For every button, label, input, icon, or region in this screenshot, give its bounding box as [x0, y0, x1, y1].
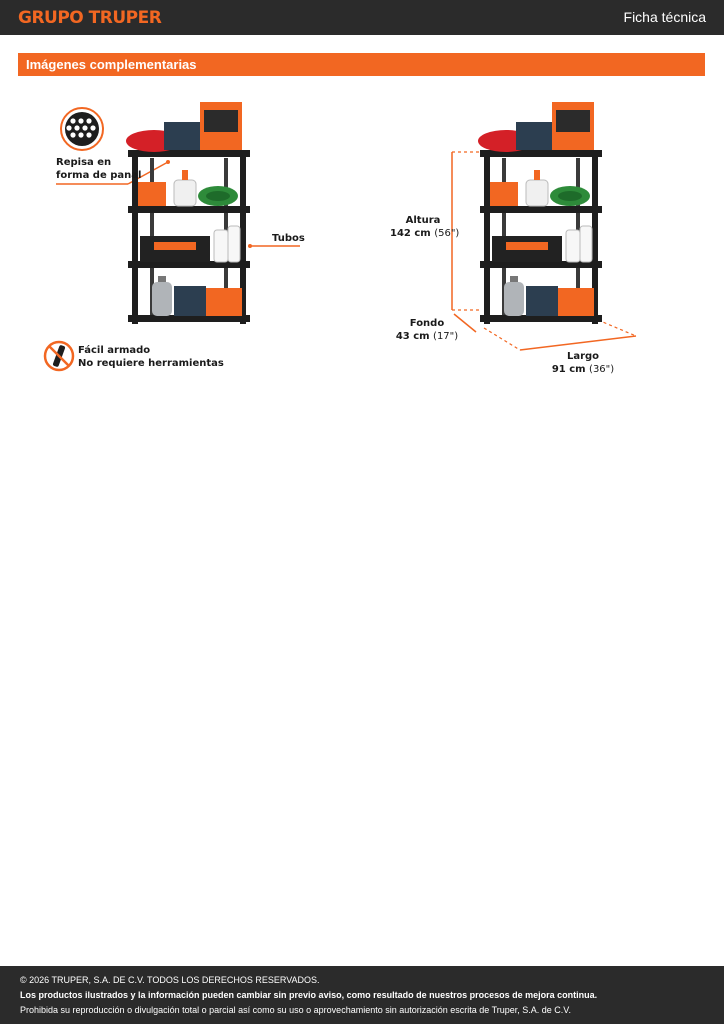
section-header-bar: Imágenes complementarias [18, 53, 705, 76]
gas-cylinder [152, 282, 172, 316]
shelf-illustration-left [43, 102, 300, 372]
width-label: Largo 91 cm (36") [551, 351, 615, 375]
width-dimension-line [519, 335, 637, 351]
document-type-title: Ficha técnica [623, 9, 706, 25]
tubes-label: Tubos [272, 233, 305, 244]
shelf-features-image: Repisa en forma de panal Tubos Fácil arm… [18, 88, 358, 388]
honeycomb-icon [60, 107, 104, 151]
footer-prohibition: Prohibida su reproducción o divulgación … [20, 1005, 571, 1015]
jug-1 [213, 229, 229, 263]
jug-2 [227, 225, 241, 263]
brand-logo[interactable]: GRUPO TRUPER [18, 8, 162, 28]
sprayer [173, 179, 197, 207]
tool-box-blue [164, 122, 200, 150]
shelf-illustration-right [451, 102, 637, 351]
shelf-dimensions-image: Altura 142 cm (56") Fondo 43 cm (17") La… [370, 88, 710, 388]
honeycomb-label: Repisa en forma de panal [56, 157, 142, 181]
footer-copyright: © 2026 TRUPER, S.A. DE C.V. TODOS LOS DE… [20, 975, 320, 985]
depth-label: Fondo 43 cm (17") [395, 318, 459, 342]
section-title: Imágenes complementarias [26, 57, 197, 72]
bottom-box-blue [174, 286, 206, 316]
header-bar: GRUPO TRUPER Ficha técnica [0, 0, 724, 35]
bottom-box-orange [206, 288, 242, 316]
orange-box [138, 182, 166, 206]
footer-notice: Los productos ilustrados y la informació… [20, 990, 598, 1000]
depth-dimension-line [453, 313, 477, 333]
height-label: Altura 142 cm (56") [390, 215, 460, 239]
footer-bar: © 2026 TRUPER, S.A. DE C.V. TODOS LOS DE… [0, 966, 724, 1024]
easy-assembly-label: Fácil armado No requiere herramientas [78, 345, 224, 369]
no-tools-icon [43, 340, 75, 372]
